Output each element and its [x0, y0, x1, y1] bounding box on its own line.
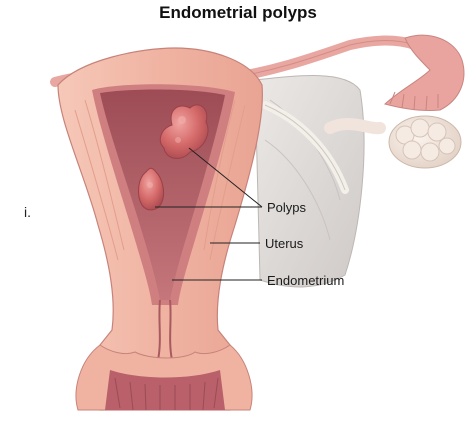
ovary — [324, 115, 462, 169]
label-uterus: Uterus — [265, 236, 304, 251]
diagram-title: Endometrial polyps — [159, 3, 317, 22]
panel-marker: i. — [24, 204, 31, 220]
label-polyps: Polyps — [267, 200, 307, 215]
label-endometrium: Endometrium — [267, 273, 345, 288]
polyp-lower — [138, 167, 165, 211]
polyps-leader-upper — [188, 147, 263, 208]
polyp-upper — [159, 104, 209, 159]
fallopian-tube — [225, 34, 465, 111]
